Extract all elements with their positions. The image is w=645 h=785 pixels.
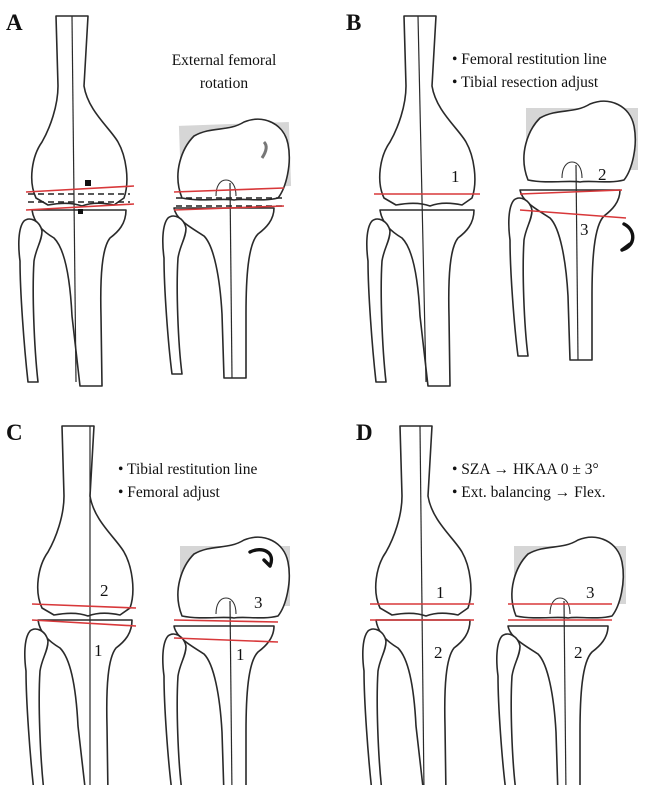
- panel-b: B 1 2 3 • Femoral restitution line • Tib…: [346, 10, 638, 386]
- panel-a-frontal-leg: [19, 16, 134, 386]
- panel-b-letter: B: [346, 10, 361, 35]
- panel-c-num-left-tibia: 1: [94, 641, 103, 660]
- panel-d-bullet1: • SZA → HKAA 0 ± 3°: [452, 461, 599, 478]
- panel-c: C 2 1 3 1 • Tibial restitution line • Fe…: [6, 420, 290, 785]
- panel-c-num-left-femur: 2: [100, 581, 109, 600]
- panel-a-letter: A: [6, 10, 23, 35]
- panel-d-letter: D: [356, 420, 373, 445]
- panel-d-oblique-leg: [497, 537, 626, 785]
- panel-c-num-right-femur: 3: [254, 593, 263, 612]
- panel-d-num-left-femur: 1: [436, 583, 445, 602]
- panel-b-bullet1: • Femoral restitution line: [452, 51, 607, 68]
- panel-b-num-right-tibia: 3: [580, 220, 589, 239]
- panel-b-num-right-femur: 2: [598, 165, 607, 184]
- panel-d-frontal-leg: [363, 426, 474, 785]
- panel-d-num-right-femur: 3: [586, 583, 595, 602]
- panel-b-frontal-leg: [367, 16, 480, 386]
- panel-c-num-right-tibia: 1: [236, 645, 245, 664]
- panel-c-oblique-leg: [163, 537, 290, 785]
- panel-a-note-line2: rotation: [200, 75, 248, 92]
- panel-d-num-left-tibia: 2: [434, 643, 443, 662]
- panel-d-num-right-tibia: 2: [574, 643, 583, 662]
- panel-c-frontal-leg: [25, 426, 136, 785]
- rotation-arrow-icon: [622, 224, 633, 250]
- panel-c-letter: C: [6, 420, 23, 445]
- panel-c-bullet1: • Tibial restitution line: [118, 461, 257, 478]
- panel-b-oblique-leg: [509, 101, 638, 360]
- panel-b-bullet2: • Tibial resection adjust: [452, 74, 599, 91]
- panel-b-num-left-femur: 1: [451, 167, 460, 186]
- marker: [85, 180, 91, 186]
- panel-c-bullet2: • Femoral adjust: [118, 484, 221, 501]
- panel-d: D 1 2 3 2 • SZA → HKAA 0 ± 3° • Ext. bal…: [356, 420, 626, 785]
- panel-a: A External femoral rotation: [6, 10, 291, 386]
- panel-a-note-line1: External femoral: [172, 52, 277, 69]
- panel-d-bullet2: • Ext. balancing → Flex.: [452, 484, 606, 501]
- panel-a-oblique-leg: [163, 119, 291, 378]
